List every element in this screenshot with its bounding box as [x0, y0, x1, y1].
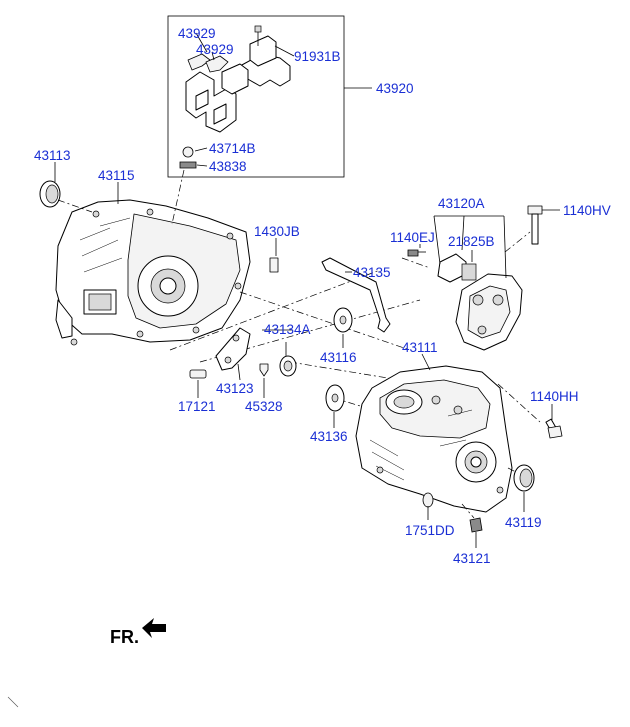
callout-43113: 43113: [34, 148, 71, 163]
front-arrow-icon: [142, 618, 166, 638]
callout-43116: 43116: [320, 350, 357, 365]
shift-lever-43135: [321, 257, 391, 333]
bushing-43714b: [182, 146, 194, 158]
callout-43929-b: 43929: [196, 42, 234, 57]
mount-bracket-43120a: [455, 273, 523, 351]
callout-43120a: 43120A: [438, 196, 485, 211]
bolt-45328: [259, 363, 269, 377]
callout-43119: 43119: [505, 515, 542, 530]
callout-43134a: 43134A: [264, 322, 311, 337]
callout-43115: 43115: [98, 168, 135, 183]
callout-43121: 43121: [453, 551, 491, 566]
callout-17121: 17121: [178, 399, 216, 414]
callout-43929-a: 43929: [178, 26, 216, 41]
plug-17121: [189, 369, 207, 379]
bolt-1140hh: [545, 418, 563, 439]
callout-1140hh: 1140HH: [530, 389, 579, 404]
callout-43136: 43136: [310, 429, 348, 444]
callout-21825b: 21825B: [448, 234, 495, 249]
front-direction-label: FR.: [110, 627, 139, 647]
callout-1430jb: 1430JB: [254, 224, 300, 239]
dowel-pin-1430jb: [269, 257, 279, 273]
clutch-housing-43115: [55, 199, 251, 346]
bolt-1140hv: [527, 205, 543, 245]
nut-43838: [179, 161, 197, 169]
bushing-21825b: [437, 253, 477, 283]
corner-mark: [7, 696, 19, 708]
transmission-case-43111: [355, 365, 513, 513]
callout-43135: 43135: [353, 265, 391, 280]
callout-43838: 43838: [209, 159, 247, 174]
bracket-43123: [215, 327, 251, 371]
callout-1140hv: 1140HV: [563, 203, 611, 218]
callout-43123: 43123: [216, 381, 254, 396]
callout-91931b: 91931B: [294, 49, 341, 64]
seal-1751dd: [422, 492, 434, 508]
inset-box: [167, 15, 345, 178]
oil-seal-43119: [513, 464, 535, 492]
oil-seal-43113: [39, 180, 61, 208]
callout-1751dd: 1751DD: [405, 523, 455, 538]
callout-43111: 43111: [402, 340, 438, 355]
bolt-1140ej: [407, 249, 419, 257]
shift-fork-bracket: [185, 25, 291, 133]
callout-43920: 43920: [376, 81, 414, 96]
callout-1140ej: 1140EJ: [390, 230, 435, 245]
callout-43714b: 43714B: [209, 141, 256, 156]
plug-43121: [469, 517, 483, 533]
callout-45328: 45328: [245, 399, 283, 414]
